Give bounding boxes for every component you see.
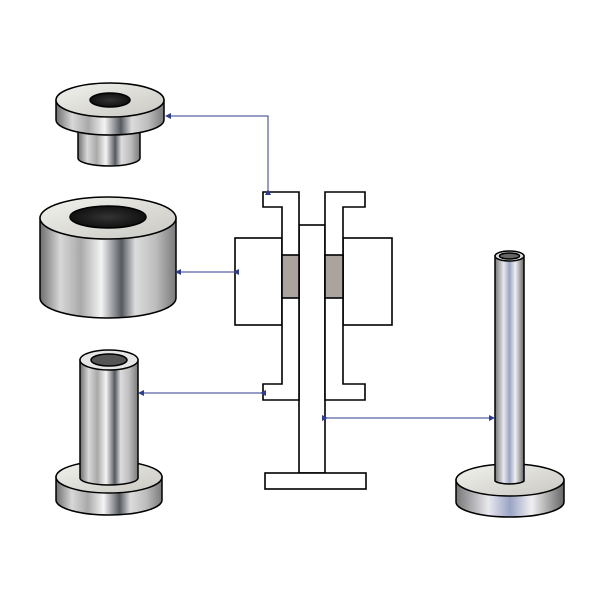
right-insert	[324, 254, 344, 299]
center-rod	[298, 224, 326, 474]
arrow-bushing	[165, 113, 271, 195]
cross-section-view	[234, 191, 393, 490]
left-insert	[281, 254, 300, 299]
base-plate	[264, 472, 367, 490]
left-block	[234, 237, 283, 326]
right-block	[342, 237, 393, 326]
connector-arrows	[138, 113, 495, 421]
ring-icon	[39, 196, 177, 319]
flanged-tube-icon	[55, 349, 163, 516]
flanged-bushing-icon	[55, 82, 165, 167]
pin-icon	[455, 250, 565, 518]
